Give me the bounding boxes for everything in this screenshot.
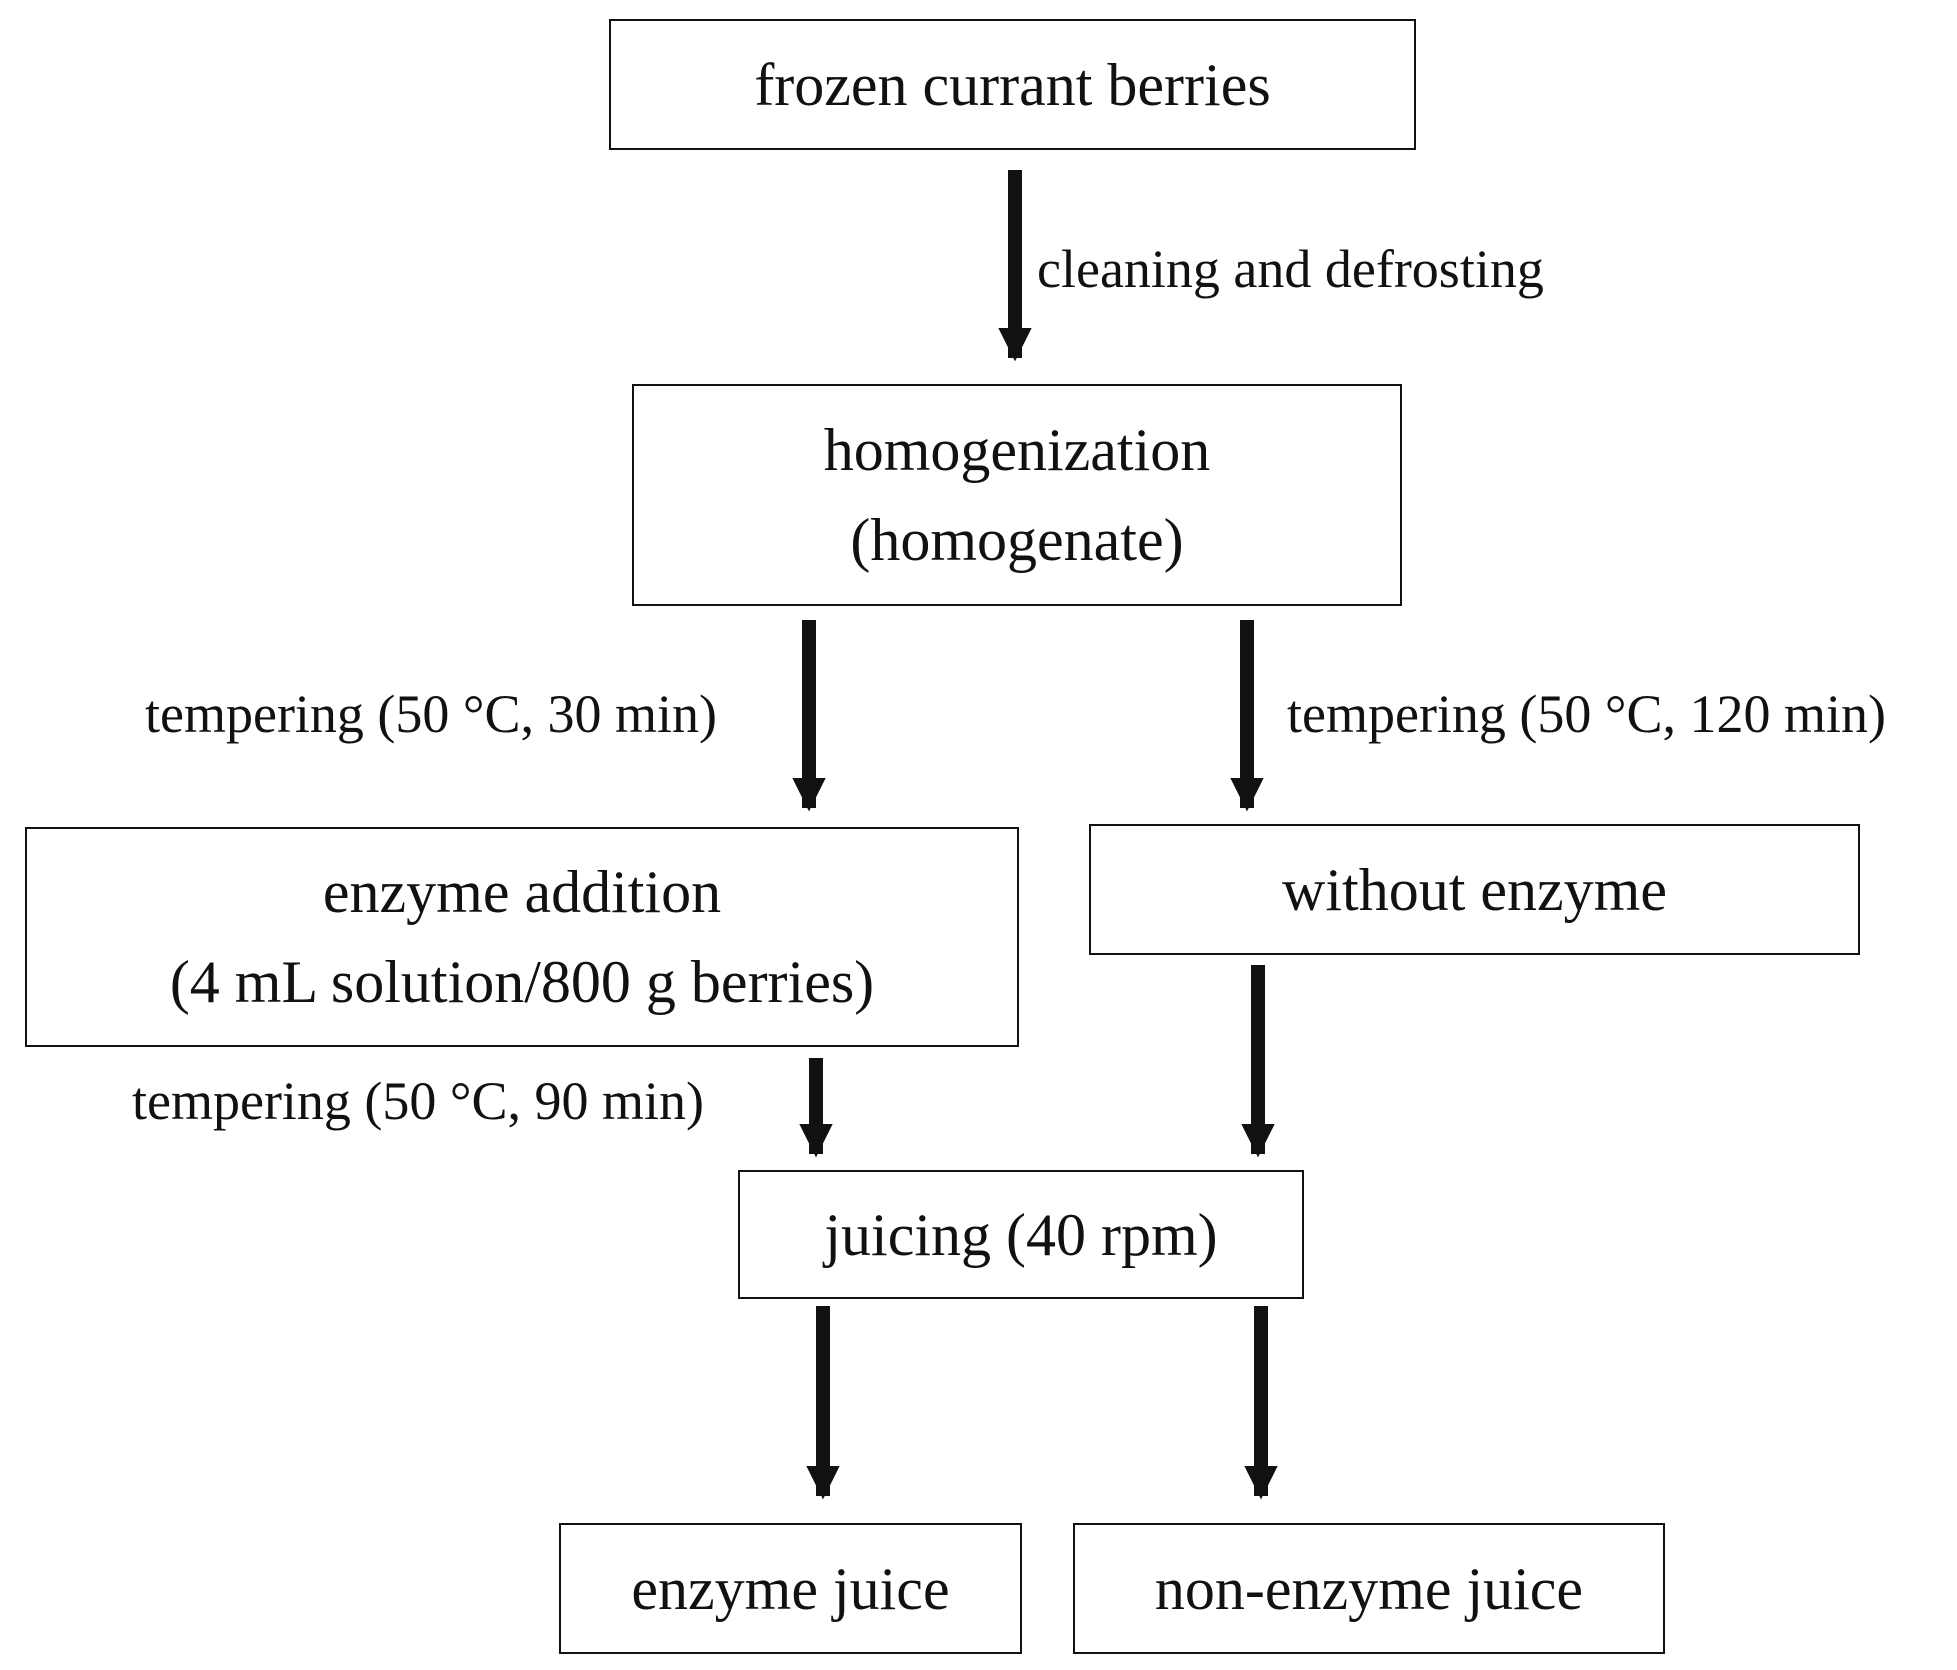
node-homogenization-label: homogenization [823,417,1211,483]
node-enzyme-juice: enzyme juice [559,1523,1022,1654]
node-homogenization-sublabel: (homogenate) [850,507,1184,573]
edge-label-tempering-30: tempering (50 °C, 30 min) [145,684,718,744]
node-enzyme-addition-sublabel: (4 mL solution/800 g berries) [169,949,875,1015]
node-homogenization: homogenization (homogenate) [632,384,1402,606]
node-juicing-label: juicing (40 rpm) [824,1201,1218,1268]
node-without-enzyme-label: without enzyme [1282,856,1667,923]
edge-label-cleaning: cleaning and defrosting [1037,239,1544,299]
edge-label-tempering-120: tempering (50 °C, 120 min) [1287,684,1887,744]
node-frozen-currant-berries: frozen currant berries [609,19,1416,150]
node-enzyme-addition: enzyme addition (4 mL solution/800 g ber… [25,827,1019,1047]
edge-label-tempering-90: tempering (50 °C, 90 min) [132,1071,705,1131]
node-without-enzyme: without enzyme [1089,824,1860,955]
node-enzyme-juice-label: enzyme juice [631,1555,950,1622]
node-non-enzyme-juice-label: non-enzyme juice [1154,1555,1584,1622]
node-enzyme-addition-label: enzyme addition [322,859,722,925]
node-non-enzyme-juice: non-enzyme juice [1073,1523,1665,1654]
node-frozen-label: frozen currant berries [754,51,1271,118]
node-juicing: juicing (40 rpm) [738,1170,1304,1299]
